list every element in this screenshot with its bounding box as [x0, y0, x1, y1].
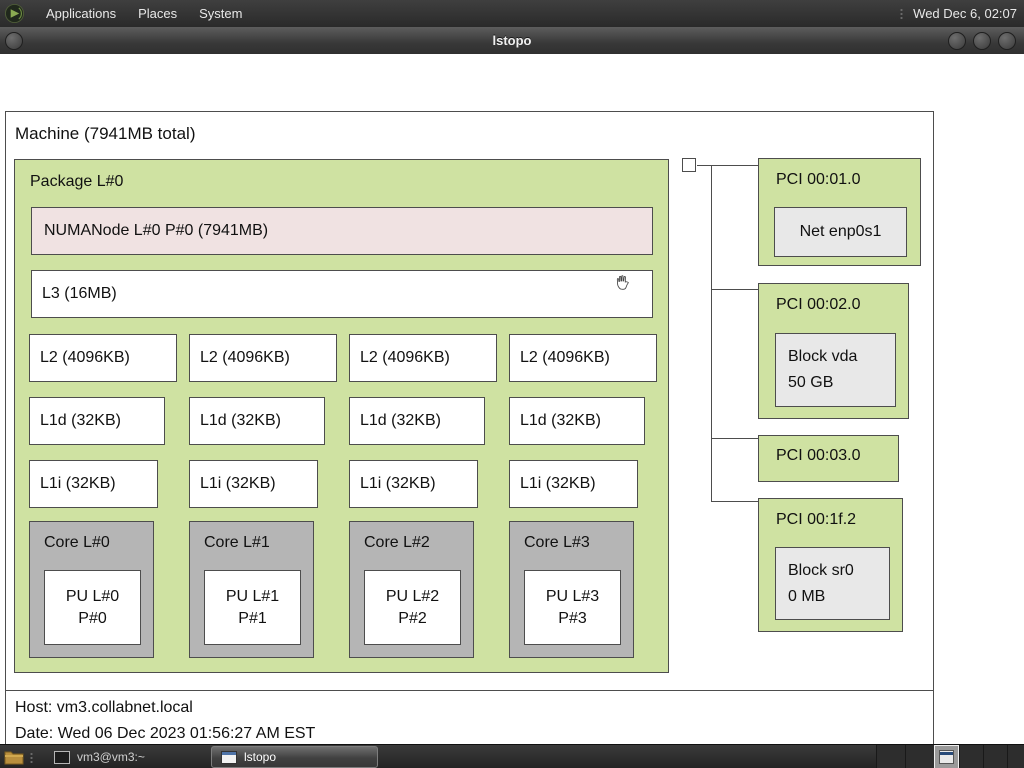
pci-box: PCI 00:03.0: [758, 435, 899, 482]
distro-logo-icon[interactable]: [4, 3, 25, 24]
pci-label: PCI 00:03.0: [776, 447, 861, 464]
l2-cache-box: L2 (4096KB): [349, 334, 497, 382]
pci-branch-line: [697, 165, 759, 166]
pci-label: PCI 00:02.0: [776, 296, 861, 313]
l1i-cache-box: L1i (32KB): [509, 460, 638, 508]
workspace-cell[interactable]: [959, 745, 983, 768]
package-box: Package L#0 NUMANode L#0 P#0 (7941MB) L3…: [14, 159, 669, 673]
pci-label: PCI 00:1f.2: [776, 511, 857, 528]
legend-host: Host: vm3.collabnet.local: [15, 699, 193, 716]
workspace-cell-active[interactable]: [934, 745, 959, 768]
hand-cursor-icon: [616, 275, 629, 290]
menu-system[interactable]: System: [199, 6, 243, 21]
l1i-cache-box: L1i (32KB): [29, 460, 158, 508]
menu-applications[interactable]: Applications: [46, 6, 117, 21]
menu-places[interactable]: Places: [138, 6, 178, 21]
hostbridge-connector: [682, 158, 696, 172]
l1d-cache-box: L1d (32KB): [509, 397, 645, 445]
core-label: Core L#2: [364, 534, 430, 551]
legend-date: Date: Wed 06 Dec 2023 01:56:27 AM EST: [15, 725, 316, 742]
l1d-cache-box: L1d (32KB): [349, 397, 485, 445]
l3-cache-box: L3 (16MB): [31, 270, 653, 318]
machine-label: Machine (7941MB total): [15, 124, 196, 143]
window-menu-button[interactable]: [5, 32, 23, 50]
core-label: Core L#1: [204, 534, 270, 551]
pci-branch-line: [711, 501, 759, 502]
workspace-cell[interactable]: [905, 745, 934, 768]
l2-cache-box: L2 (4096KB): [509, 334, 657, 382]
workspace-cell[interactable]: [983, 745, 1007, 768]
pci-branch-line: [711, 438, 759, 439]
l2-cache-box: L2 (4096KB): [189, 334, 337, 382]
bottom-panel: vm3@vm3:~ lstopo: [0, 744, 1024, 768]
l1d-cache-box: L1d (32KB): [189, 397, 325, 445]
maximize-button[interactable]: [973, 32, 991, 50]
terminal-icon: [54, 750, 70, 764]
package-label: Package L#0: [30, 173, 124, 190]
lstopo-canvas[interactable]: Machine (7941MB total) Package L#0 NUMAN…: [0, 54, 1024, 757]
machine-box: Machine (7941MB total) Package L#0 NUMAN…: [5, 111, 934, 691]
close-button[interactable]: [998, 32, 1016, 50]
panel-clock[interactable]: Wed Dec 6, 02:07: [913, 6, 1017, 21]
workspace-window-thumb: [939, 750, 954, 764]
window-icon: [221, 750, 237, 764]
workspace-cell[interactable]: [876, 745, 905, 768]
pci-trunk-line: [711, 165, 712, 502]
l1i-cache-box: L1i (32KB): [349, 460, 478, 508]
minimize-button[interactable]: [948, 32, 966, 50]
taskbar-item-terminal[interactable]: vm3@vm3:~: [45, 746, 205, 768]
window-title: lstopo: [492, 33, 532, 48]
panel-grip-handle[interactable]: [30, 751, 33, 763]
l1d-cache-box: L1d (32KB): [29, 397, 165, 445]
net-device-box: Net enp0s1: [774, 207, 907, 257]
core-label: Core L#3: [524, 534, 590, 551]
core-label: Core L#0: [44, 534, 110, 551]
workspace-cell[interactable]: [1007, 745, 1024, 768]
taskbar-item-lstopo[interactable]: lstopo: [211, 746, 378, 768]
workspace-switcher: [876, 745, 1024, 768]
l1i-cache-box: L1i (32KB): [189, 460, 318, 508]
taskbar-item-label: vm3@vm3:~: [77, 750, 145, 764]
pci-box: PCI 00:01.0 Net enp0s1: [758, 158, 921, 266]
folder-icon[interactable]: [4, 749, 24, 765]
top-panel: Applications Places System Wed Dec 6, 02…: [0, 0, 1024, 28]
taskbar-item-label: lstopo: [244, 750, 277, 764]
numanode-box: NUMANode L#0 P#0 (7941MB): [31, 207, 653, 255]
pci-label: PCI 00:01.0: [776, 171, 861, 188]
l2-cache-box: L2 (4096KB): [29, 334, 177, 382]
window-titlebar[interactable]: lstopo: [0, 27, 1024, 55]
panel-grip-handle[interactable]: [900, 8, 904, 19]
pci-branch-line: [711, 289, 759, 290]
